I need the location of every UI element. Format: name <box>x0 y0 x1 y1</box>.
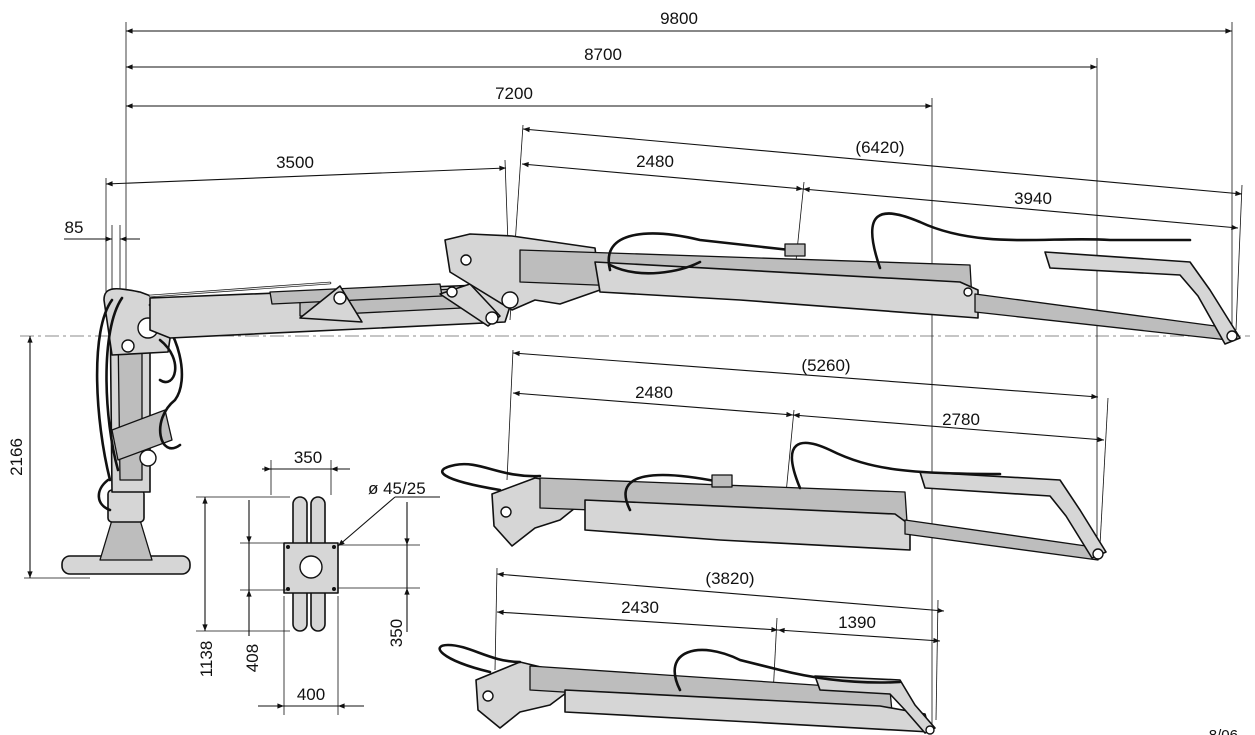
label-base-height-outer: 1138 <box>197 641 216 678</box>
label-base-width-bottom: 400 <box>297 685 325 704</box>
label-ext-short-tele: 1390 <box>838 613 876 632</box>
label-ext-full-tele: 3940 <box>1014 189 1052 208</box>
label-short-reach: 7200 <box>495 84 533 103</box>
dim-mid-reach: 8700 <box>126 45 1097 70</box>
crane-column <box>61 288 191 575</box>
label-base-height-right: 350 <box>387 619 406 647</box>
boom-extended-short <box>438 643 936 735</box>
dim-column-height: 2166 <box>7 336 90 579</box>
label-ext-mid-tele: 2780 <box>942 410 980 429</box>
label-main-boom: 3500 <box>276 153 314 172</box>
label-ext-full: (6420) <box>855 138 904 157</box>
label-base-width-top: 350 <box>294 448 322 467</box>
label-ext-short-inner: 2430 <box>621 598 659 617</box>
label-total-reach: 9800 <box>660 9 698 28</box>
base-plate-detail: 350 ø 45/25 1138 408 350 400 <box>196 448 440 715</box>
label-base-bolt: ø 45/25 <box>368 479 426 498</box>
label-ext-full-inner: 2480 <box>636 152 674 171</box>
label-ext-mid-inner: 2480 <box>635 383 673 402</box>
drawing-code: 8/06 <box>1209 727 1238 735</box>
dim-column-offset: 85 <box>64 218 140 290</box>
label-base-height-inner: 408 <box>243 644 262 672</box>
dim-total-reach: 9800 <box>126 9 1232 34</box>
boom-extended-full <box>444 212 1241 345</box>
dim-short-reach: 7200 <box>126 84 932 109</box>
dim-main-boom: 3500 <box>105 153 511 301</box>
label-column-height: 2166 <box>7 438 26 476</box>
label-ext-short: (3820) <box>705 569 754 588</box>
label-ext-mid: (5260) <box>801 356 850 375</box>
dim-ext-short: (3820) 2430 1390 <box>494 567 945 721</box>
label-mid-reach: 8700 <box>584 45 622 64</box>
boom-extended-mid <box>441 441 1107 561</box>
label-column-offset: 85 <box>65 218 84 237</box>
crane-main-boom <box>148 281 513 339</box>
